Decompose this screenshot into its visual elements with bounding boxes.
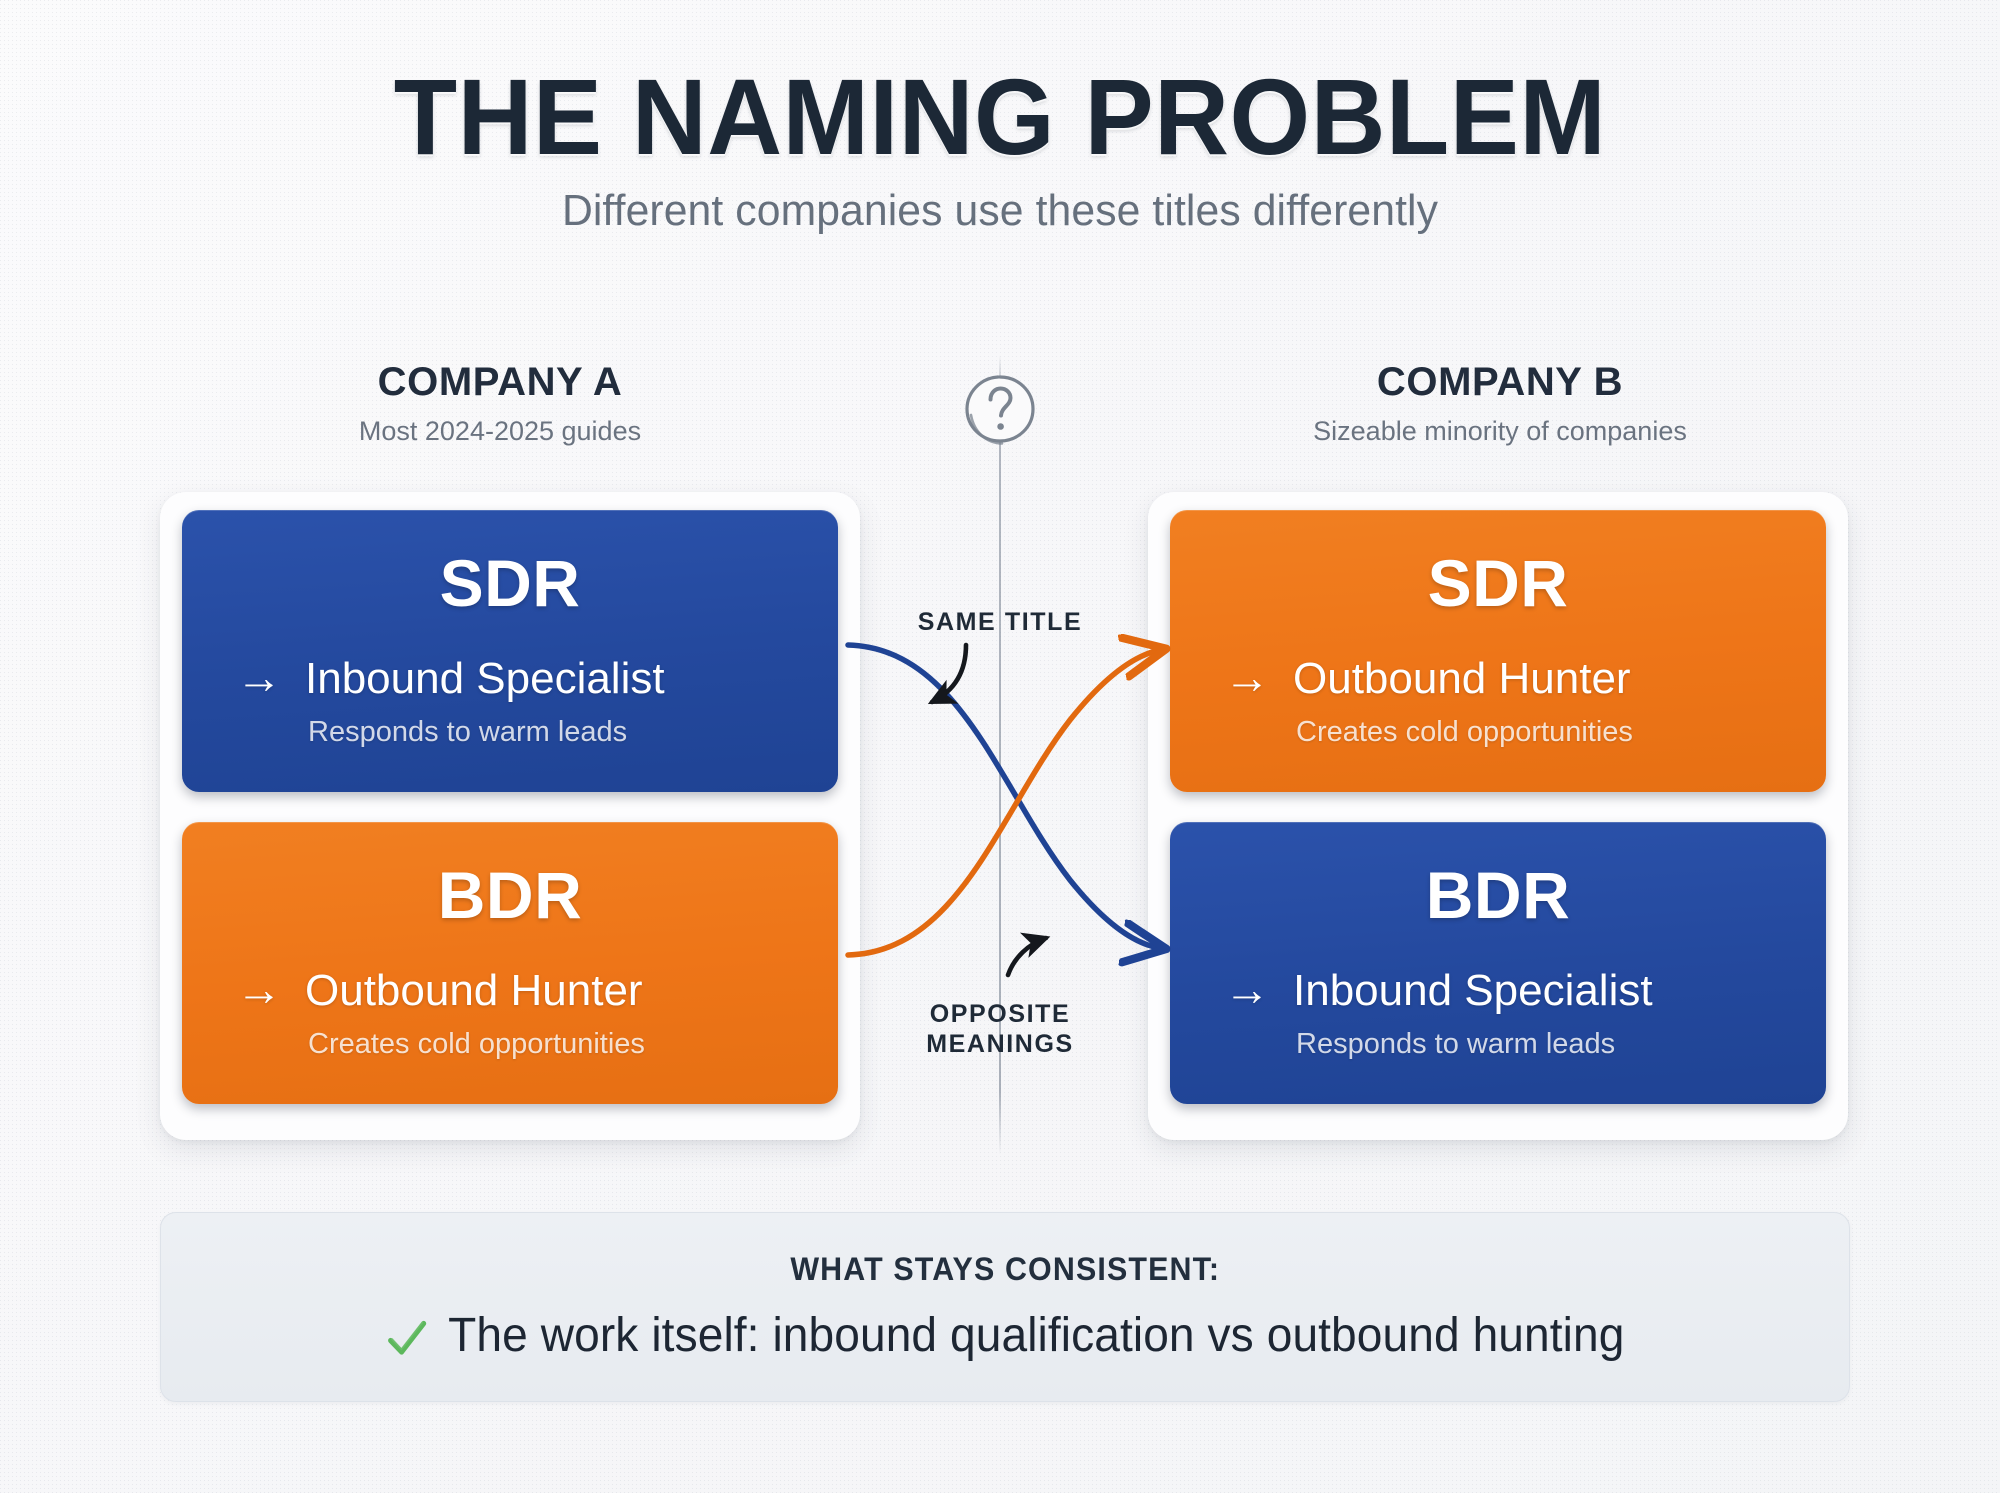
card-acronym: SDR xyxy=(439,546,581,620)
card-company-a-bdr[interactable]: BDR → Outbound Hunter Creates cold oppor… xyxy=(182,822,838,1104)
page-subtitle: Different companies use these titles dif… xyxy=(561,186,1439,236)
card-role-row: → Outbound Hunter xyxy=(182,963,838,1016)
label-opposite-meanings: OPPOSITE MEANINGS xyxy=(860,1000,1140,1059)
company-a-heading: COMPANY A Most 2024-2025 guides xyxy=(200,360,800,447)
pointer-arrow-same-title xyxy=(927,642,969,705)
question-mark-circle-icon xyxy=(960,370,1040,450)
card-company-a-sdr[interactable]: SDR → Inbound Specialist Responds to war… xyxy=(182,510,838,792)
footer-panel: WHAT STAYS CONSISTENT: The work itself: … xyxy=(160,1212,1850,1402)
card-role-row: → Inbound Specialist xyxy=(182,651,838,704)
card-role-row: → Outbound Hunter xyxy=(1170,651,1826,704)
company-a-panel: SDR → Inbound Specialist Responds to war… xyxy=(160,492,860,1140)
right-arrow-icon: → xyxy=(1224,651,1270,704)
page-title: THE NAMING PROBLEM xyxy=(393,56,1607,177)
card-role-label: Inbound Specialist xyxy=(305,654,665,703)
label-opposite-line1: OPPOSITE xyxy=(929,1000,1071,1028)
company-b-panel: SDR → Outbound Hunter Creates cold oppor… xyxy=(1148,492,1848,1140)
card-role-label: Outbound Hunter xyxy=(1293,654,1631,703)
card-description: Responds to warm leads xyxy=(308,716,628,749)
company-a-title: COMPANY A xyxy=(377,360,623,404)
footer-statement-row: The work itself: inbound qualification v… xyxy=(385,1308,1625,1363)
right-arrow-icon: → xyxy=(1224,963,1270,1016)
card-company-b-sdr[interactable]: SDR → Outbound Hunter Creates cold oppor… xyxy=(1170,510,1826,792)
company-b-subtitle: Sizeable minority of companies xyxy=(1313,416,1687,446)
green-check-icon xyxy=(385,1315,429,1361)
company-b-title: COMPANY B xyxy=(1376,360,1624,404)
company-b-heading: COMPANY B Sizeable minority of companies xyxy=(1200,360,1800,447)
company-a-subtitle: Most 2024-2025 guides xyxy=(358,416,642,446)
pointer-arrow-opposite-meanings xyxy=(1005,932,1051,978)
footer-statement: The work itself: inbound qualification v… xyxy=(448,1309,1625,1362)
connector-blue-sdr-to-bdr xyxy=(845,642,1160,948)
connector-orange-bdr-to-sdr xyxy=(845,650,1160,958)
header: THE NAMING PROBLEM Different companies u… xyxy=(0,56,2000,236)
card-acronym: BDR xyxy=(437,858,583,932)
label-opposite-line2: MEANINGS xyxy=(926,1029,1074,1058)
card-description: Creates cold opportunities xyxy=(1296,716,1633,749)
card-role-row: → Inbound Specialist xyxy=(1170,963,1826,1016)
right-arrow-icon: → xyxy=(236,963,282,1016)
card-description: Responds to warm leads xyxy=(1296,1028,1616,1061)
card-acronym: SDR xyxy=(1427,546,1569,620)
card-role-label: Inbound Specialist xyxy=(1293,966,1653,1015)
card-company-b-bdr[interactable]: BDR → Inbound Specialist Responds to war… xyxy=(1170,822,1826,1104)
card-description: Creates cold opportunities xyxy=(308,1028,645,1061)
card-acronym: BDR xyxy=(1425,858,1571,932)
right-arrow-icon: → xyxy=(236,651,282,704)
label-same-title: SAME TITLE xyxy=(917,608,1083,636)
card-role-label: Outbound Hunter xyxy=(305,966,643,1015)
footer-kicker: WHAT STAYS CONSISTENT: xyxy=(790,1251,1220,1287)
